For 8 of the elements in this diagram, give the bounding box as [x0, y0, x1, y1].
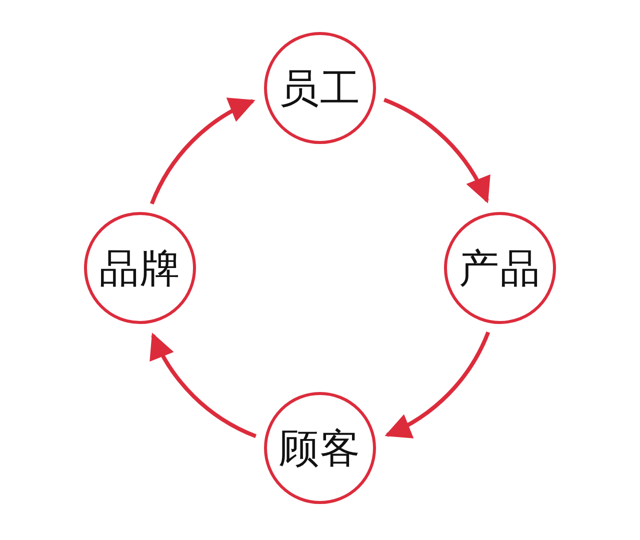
node-label: 品牌	[99, 244, 181, 294]
curved-arrow	[383, 98, 489, 204]
curved-arrow	[384, 331, 490, 437]
node-label: 产品	[459, 244, 541, 294]
curved-arrow	[151, 332, 257, 438]
node-label: 顾客	[279, 424, 361, 474]
curved-arrow	[150, 99, 256, 205]
node-label: 员工	[279, 64, 361, 114]
